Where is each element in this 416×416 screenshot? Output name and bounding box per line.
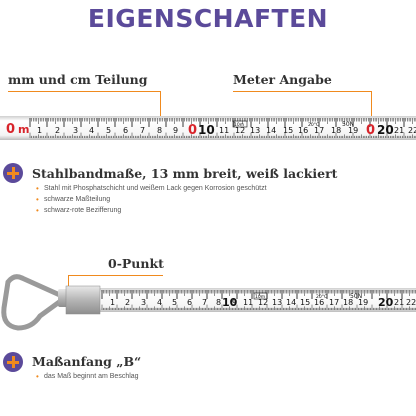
callout-line-teilung-v (160, 91, 161, 121)
tape-1-badge-box (232, 120, 248, 128)
tape-2-num-7: 7 (202, 298, 207, 307)
tape-1-num-3: 3 (73, 126, 78, 135)
tape-2-graphic: 1 2 3 4 5 6 7 8 9 10 11 10m 12 13 14 15 … (1, 274, 416, 331)
tape-1-num-1: 1 (37, 126, 42, 135)
tape-2-num-3: 3 (141, 298, 146, 307)
carabiner-gate (19, 275, 65, 299)
tape-1-labels: 0 m 1 2 3 4 5 6 7 8 9 0 10 11 12 10m 13 … (6, 120, 416, 138)
callout-meter: Meter Angabe (233, 72, 332, 87)
tape-1-num-9: 9 (173, 126, 178, 135)
tape-1-num-17: 17 (314, 126, 324, 135)
feature-2-list: das Maß beginnt am Beschlag (36, 371, 139, 382)
callout-line-teilung-h (8, 91, 160, 92)
tape-2-labels: 1 2 3 4 5 6 7 8 9 10 11 10m 12 13 14 15 … (110, 292, 416, 309)
tape-1-num-11: 11 (219, 126, 229, 135)
tape-2-num-21: 21 (394, 298, 404, 307)
hook-ring (58, 289, 68, 307)
tape-2-num-9: 9 (232, 298, 237, 307)
callout-nullpunkt: 0-Punkt (108, 256, 164, 271)
tape-1-badge: 10m (234, 122, 244, 128)
tape-2-num-15: 15 (300, 298, 310, 307)
tape-1-start-zero: 0 (6, 122, 15, 137)
feature-1-item: schwarze Maßteilung (36, 194, 267, 205)
tape-1-num-13: 13 (250, 126, 260, 135)
callout-teilung: mm und cm Teilung (8, 72, 148, 87)
tape-2-force: 50N (350, 293, 362, 300)
tape-2-num-10: 10 (222, 296, 238, 309)
tape-1-num-15: 15 (283, 126, 293, 135)
tape-2-num-22: 22 (406, 298, 416, 307)
tape-2-num-19: 19 (358, 298, 368, 307)
tape-2-num-20: 20 (378, 296, 394, 309)
carabiner-hook (1, 274, 65, 331)
tape-2-num-16: 16 (314, 298, 324, 307)
tape-1-force: 50N (342, 121, 354, 128)
tape-1-unit-m: m (18, 123, 29, 136)
tape-1-num-6: 6 (123, 126, 128, 135)
tape-1-red-zero-1: 0 (188, 123, 197, 138)
tape-2-num-6: 6 (187, 298, 192, 307)
tape-2-num-11: 11 (243, 298, 253, 307)
tape-1-num-5: 5 (106, 126, 111, 135)
tape-2-end-fitting (65, 285, 101, 315)
tape-2-temp: 20°C (316, 294, 327, 300)
tape-1-num-14: 14 (266, 126, 276, 135)
tape-1-num-22: 22 (408, 126, 416, 135)
tape-1-num-12: 12 (235, 126, 245, 135)
tape-2-num-4: 4 (157, 298, 162, 307)
feature-1-heading: Stahlbandmaße, 13 mm breit, weiß lackier… (32, 166, 338, 181)
tape-2-num-18: 18 (343, 298, 353, 307)
tape-1-num-21: 21 (394, 126, 404, 135)
tape-2-num-14: 14 (286, 298, 296, 307)
plus-icon (3, 163, 23, 183)
tape-1-num-8: 8 (157, 126, 162, 135)
tape-2-badge: 10m (255, 294, 265, 300)
plus-icon (3, 352, 23, 372)
tape-1-num-2: 2 (55, 126, 60, 135)
feature-2-item: das Maß beginnt am Beschlag (36, 371, 139, 382)
callout-line-meter-v (371, 91, 372, 121)
feature-1-item: schwarz-rote Bezifferung (36, 205, 267, 216)
tape-2-num-8: 8 (216, 298, 221, 307)
tape-2-badge-box (253, 292, 268, 300)
tape-measure-1: 0 m 1 2 3 4 5 6 7 8 9 0 10 11 12 10m 13 … (0, 116, 416, 140)
tape-2-num-5: 5 (172, 298, 177, 307)
tape-1-num-10: 10 (198, 123, 215, 137)
feature-1-item: Stahl mit Phosphatschicht und weißem Lac… (36, 183, 267, 194)
callout-line-nullpunkt-h (68, 275, 163, 276)
tape-1-temp: 20°C (308, 122, 319, 128)
page-title: EIGENSCHAFTEN (87, 4, 329, 33)
tape-1-num-19: 19 (348, 126, 358, 135)
callout-line-meter-h (233, 91, 371, 92)
tape-2-num-12: 12 (258, 298, 268, 307)
tape-measure-2: 1 2 3 4 5 6 7 8 9 10 11 10m 12 13 14 15 … (0, 268, 416, 338)
tape-1-num-4: 4 (89, 126, 94, 135)
feature-1-list: Stahl mit Phosphatschicht und weißem Lac… (36, 183, 267, 216)
feature-2-heading: Maßanfang „B“ (32, 354, 142, 369)
tape-1-num-7: 7 (140, 126, 145, 135)
tape-1-graphic: 0 m 1 2 3 4 5 6 7 8 9 0 10 11 12 10m 13 … (0, 116, 416, 140)
tape-1-num-20: 20 (377, 123, 394, 137)
tape-2-num-17: 17 (329, 298, 339, 307)
tape-1-red-zero-2: 0 (366, 123, 375, 138)
tape-2-num-13: 13 (272, 298, 282, 307)
tape-2-num-2: 2 (125, 298, 130, 307)
tape-1-num-16: 16 (298, 126, 308, 135)
tape-1-num-18: 18 (331, 126, 341, 135)
tape-2-num-1: 1 (110, 298, 115, 307)
tape-1-ticks (29, 118, 416, 138)
